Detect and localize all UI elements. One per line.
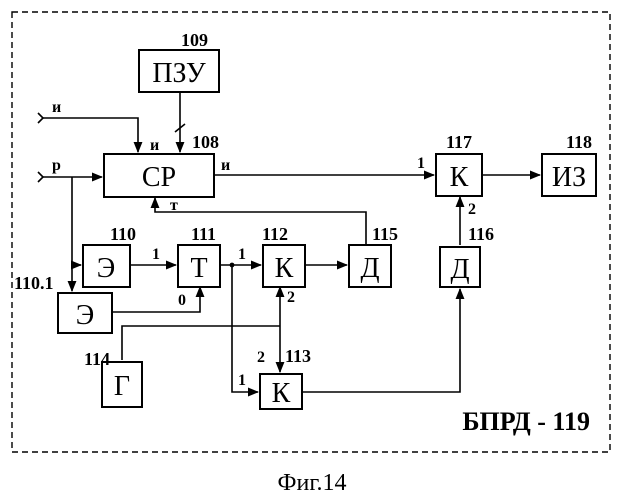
wire-input-i — [42, 118, 138, 152]
figure-caption: Фиг.14 — [278, 470, 347, 496]
block-e1101-label: Э — [76, 300, 94, 331]
pin-k113-in2: 2 — [257, 349, 265, 366]
signal-sr-out-i: и — [221, 157, 230, 174]
pin-k117-in1: 1 — [417, 155, 425, 172]
block-d116-number: 116 — [468, 224, 494, 244]
block-t111-label: Т — [190, 253, 207, 284]
signal-input-i: и — [52, 99, 61, 116]
wire-k113-d116 — [302, 289, 460, 392]
signal-input-p: р — [52, 157, 61, 174]
pin-k112-in1: 1 — [238, 246, 246, 263]
block-iz118-number: 118 — [566, 132, 592, 152]
signal-sr-in-t: т — [170, 197, 178, 214]
pin-k113-in1: 1 — [238, 372, 246, 389]
block-k113-number: 113 — [285, 346, 311, 366]
signal-sr-in-i: и — [150, 137, 159, 154]
block-k117-label: К — [450, 162, 469, 193]
wire-d115-sr — [155, 198, 366, 245]
block-g114-label: Г — [114, 371, 130, 402]
block-pzu-label: ПЗУ — [152, 58, 206, 89]
block-e1101-number: 110.1 — [14, 273, 54, 293]
pin-t111-in1: 1 — [152, 246, 160, 263]
pin-k117-in2: 2 — [468, 201, 476, 218]
block-k112-number: 112 — [262, 224, 288, 244]
block-e110-number: 110 — [110, 224, 136, 244]
input-i-mark — [38, 113, 43, 123]
input-p-mark — [38, 172, 43, 182]
block-d116-label: Д — [450, 254, 469, 285]
block-k113-label: К — [272, 378, 291, 409]
block-sr-number: 108 — [192, 132, 219, 152]
block-d115-label: Д — [360, 253, 379, 284]
block-k117-number: 117 — [446, 132, 472, 152]
wire-e1101-t — [112, 287, 200, 312]
pin-k112-in2: 2 — [287, 289, 295, 306]
block-iz118-label: ИЗ — [552, 162, 586, 193]
pin-t111-in0: 0 — [178, 292, 186, 309]
block-e110-label: Э — [97, 253, 115, 284]
frame-label: БПРД - 119 — [462, 407, 590, 436]
block-k112-label: К — [275, 253, 294, 284]
block-d115-number: 115 — [372, 224, 398, 244]
block-pzu-number: 109 — [181, 30, 208, 50]
block-t111-number: 111 — [191, 224, 216, 244]
block-sr-label: СР — [142, 162, 176, 193]
block-g114-number: 114 — [84, 349, 110, 369]
